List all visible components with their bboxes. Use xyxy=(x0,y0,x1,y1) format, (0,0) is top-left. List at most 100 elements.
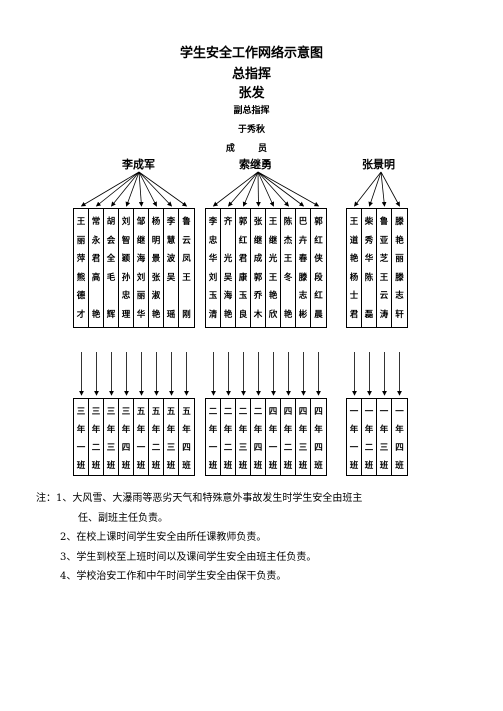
name-char: 辉 xyxy=(106,309,116,320)
class-char: 一 xyxy=(395,407,404,417)
class-char: 五 xyxy=(166,407,176,417)
name-char: 永 xyxy=(91,235,101,246)
class-char: 班 xyxy=(76,461,86,471)
staff-column: 郭红君康玉良 xyxy=(236,209,251,327)
name-char: 波 xyxy=(166,254,176,264)
name-char: 王 xyxy=(76,217,86,227)
class-char: 四 xyxy=(395,443,404,453)
class-column: 四年二班 xyxy=(281,399,296,475)
class-char: 班 xyxy=(166,461,176,471)
class-char: 二 xyxy=(283,443,293,453)
name-char: 李 xyxy=(208,217,218,227)
name-char: 陈 xyxy=(283,217,293,227)
class-char: 二 xyxy=(223,443,233,453)
connector-line xyxy=(380,171,400,207)
class-char: 年 xyxy=(379,425,389,435)
class-column: 二年二班 xyxy=(221,399,236,475)
name-char: 君 xyxy=(349,309,359,320)
name-char: 段 xyxy=(314,272,323,283)
name-char: 成 xyxy=(253,254,263,264)
name-char: 木 xyxy=(253,309,263,320)
name-char: 王 xyxy=(182,272,191,283)
class-column: 四年一班 xyxy=(266,399,281,475)
class-column: 三年二班 xyxy=(89,399,104,475)
name-char: 涛 xyxy=(379,309,389,320)
name-char: 君 xyxy=(91,254,101,264)
name-char: 彬 xyxy=(298,309,308,320)
diagram-title: 学生安全工作网络示意图 xyxy=(179,46,323,61)
name-char: 亚 xyxy=(379,235,389,246)
staff-column: 胡会全毛辉 xyxy=(104,209,119,327)
leader-name: 索继勇 xyxy=(239,158,272,171)
name-char: 轩 xyxy=(395,309,404,320)
connector-line xyxy=(257,171,275,207)
staff-column: 刘智颖孙忠理 xyxy=(119,209,134,327)
name-char: 吴 xyxy=(166,272,176,283)
name-char: 华 xyxy=(208,254,218,264)
class-char: 年 xyxy=(151,425,161,435)
name-char: 刚 xyxy=(182,309,191,320)
name-char: 卉 xyxy=(298,235,308,246)
class-char: 年 xyxy=(253,425,263,435)
class-column: 五年二班 xyxy=(149,399,164,475)
class-char: 四 xyxy=(283,407,293,417)
name-char: 良 xyxy=(238,309,248,320)
class-char: 五 xyxy=(182,407,191,417)
name-char: 郭 xyxy=(253,272,263,283)
name-char: 红 xyxy=(314,235,323,246)
connector-line xyxy=(212,171,259,207)
name-char: 欣 xyxy=(268,309,278,320)
staff-column: 李忠华刘玉清 xyxy=(206,209,221,327)
name-char: 杰 xyxy=(283,235,293,246)
staff-column: 杨明景张淑艳 xyxy=(149,209,164,327)
name-char: 道 xyxy=(349,235,359,246)
class-char: 二 xyxy=(238,407,248,417)
class-column: 五年三班 xyxy=(164,399,179,475)
class-row: 三年一班三年二班三年三班三年四班五年一班五年二班五年三班五年四班 二年一班二年二… xyxy=(0,398,503,476)
class-char: 班 xyxy=(208,461,218,471)
class-char: 三 xyxy=(298,443,308,453)
class-char: 年 xyxy=(106,425,116,435)
name-char: 红 xyxy=(238,235,248,246)
class-char: 五 xyxy=(136,407,146,417)
class-char: 年 xyxy=(91,425,101,435)
name-char: 艳 xyxy=(283,309,293,320)
name-char: 晨 xyxy=(314,309,323,320)
connector-line xyxy=(368,171,382,207)
class-char: 三 xyxy=(166,443,176,453)
leader-name: 张景明 xyxy=(362,158,395,171)
class-char: 班 xyxy=(106,461,116,471)
name-char: 张 xyxy=(151,272,161,283)
name-char: 继 xyxy=(268,235,278,246)
staff-column: 张继成郭乔木 xyxy=(251,209,266,327)
class-char: 班 xyxy=(182,461,191,471)
class-group: 一年一班一年二班一年三班一年四班 xyxy=(346,398,408,476)
name-char: 云 xyxy=(379,291,389,301)
name-char: 常 xyxy=(91,217,101,227)
class-column: 三年一班 xyxy=(74,399,89,475)
name-char: 艳 xyxy=(395,235,404,246)
staff-column: 常永君高艳 xyxy=(89,209,104,327)
name-char: 熊 xyxy=(76,272,86,283)
name-char: 春 xyxy=(298,254,308,264)
staff-group: 王道艳杨士君柴秀华陈磊鲁亚芝王云涛滕艳丽滕志轩 xyxy=(346,208,408,328)
class-char: 一 xyxy=(379,407,389,417)
name-char: 艳 xyxy=(223,309,233,320)
staff-column: 王道艳杨士君 xyxy=(347,209,362,327)
name-char: 邹 xyxy=(136,217,146,227)
class-char: 年 xyxy=(395,425,404,435)
name-char: 才 xyxy=(76,309,86,320)
name-char: 艳 xyxy=(349,254,359,264)
class-char: 班 xyxy=(91,461,101,471)
name-char: 明 xyxy=(151,235,161,246)
name-char: 滕 xyxy=(395,272,404,283)
name-char: 孙 xyxy=(121,272,131,283)
name-char: 柴 xyxy=(364,217,374,227)
staff-column: 王丽萍熊德才 xyxy=(74,209,89,327)
class-char: 四 xyxy=(253,443,263,453)
class-char: 年 xyxy=(208,425,218,435)
class-char: 班 xyxy=(151,461,161,471)
class-column: 一年三班 xyxy=(377,399,392,475)
name-char: 理 xyxy=(121,309,131,320)
